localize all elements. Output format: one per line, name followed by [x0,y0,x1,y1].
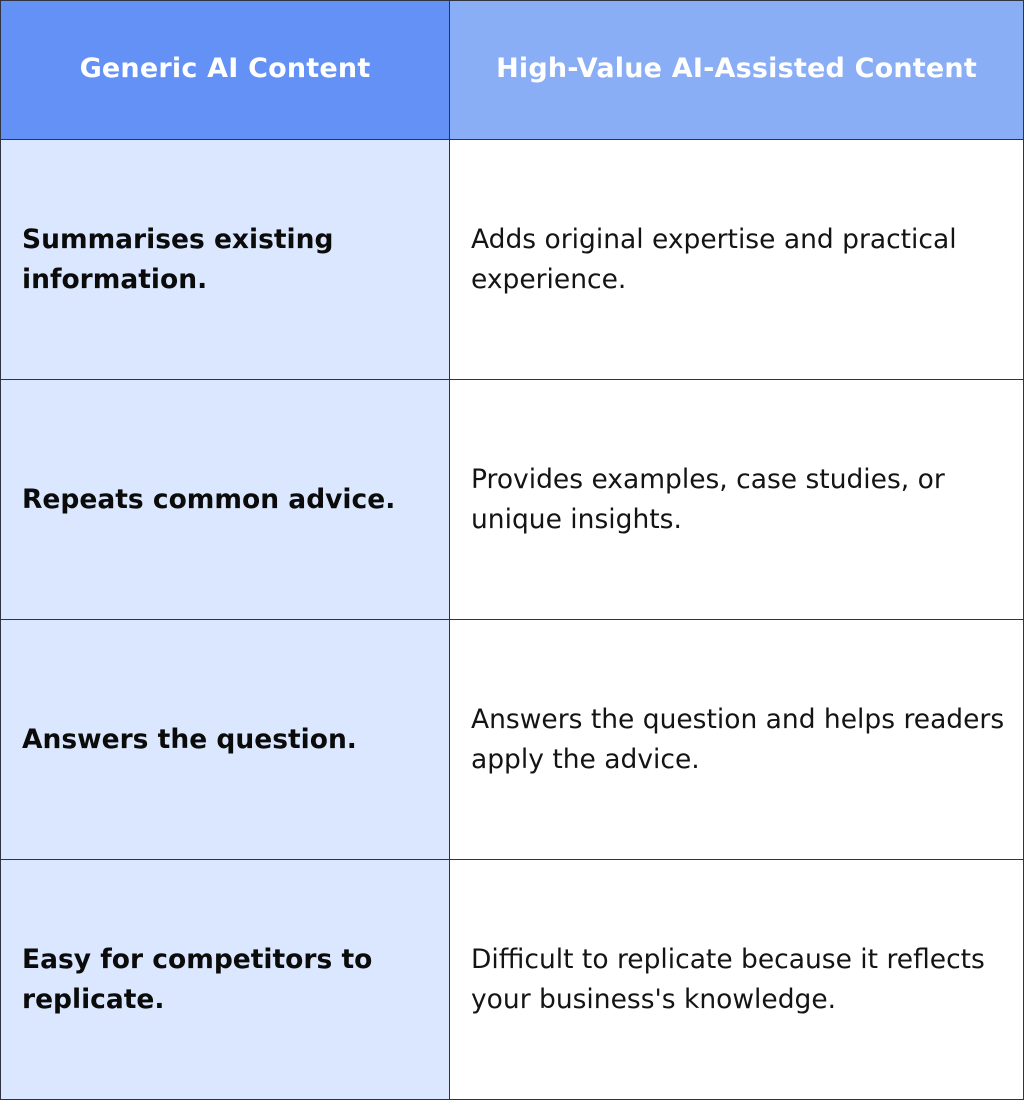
table-row-2-generic: Repeats common advice. [0,380,450,620]
header-generic-ai-content: Generic AI Content [0,0,450,140]
table-row-3-generic: Answers the question. [0,620,450,860]
table-row-1-generic: Summarises existing information. [0,140,450,380]
header-high-value-ai-assisted-content: High-Value AI-Assisted Content [450,0,1024,140]
header-left-label: Generic AI Content [79,53,371,84]
header-right-label: High-Value AI-Assisted Content [496,53,977,84]
generic-point-3: Answers the question. [22,723,357,755]
generic-point-1: Summarises existing information. [22,223,334,295]
table-row-1-high-value: Adds original expertise and practical ex… [450,140,1024,380]
high-value-point-2: Provides examples, case studies, or uniq… [471,463,945,535]
generic-point-4: Easy for competitors to replicate. [22,943,373,1015]
table-row-3-high-value: Answers the question and helps readers a… [450,620,1024,860]
high-value-point-1: Adds original expertise and practical ex… [471,223,957,295]
generic-point-2: Repeats common advice. [22,483,396,515]
table-row-4-high-value: Difficult to replicate because it reflec… [450,860,1024,1100]
table-row-2-high-value: Provides examples, case studies, or uniq… [450,380,1024,620]
table-row-4-generic: Easy for competitors to replicate. [0,860,450,1100]
high-value-point-4: Difficult to replicate because it reflec… [471,943,985,1015]
high-value-point-3: Answers the question and helps readers a… [471,703,1005,775]
